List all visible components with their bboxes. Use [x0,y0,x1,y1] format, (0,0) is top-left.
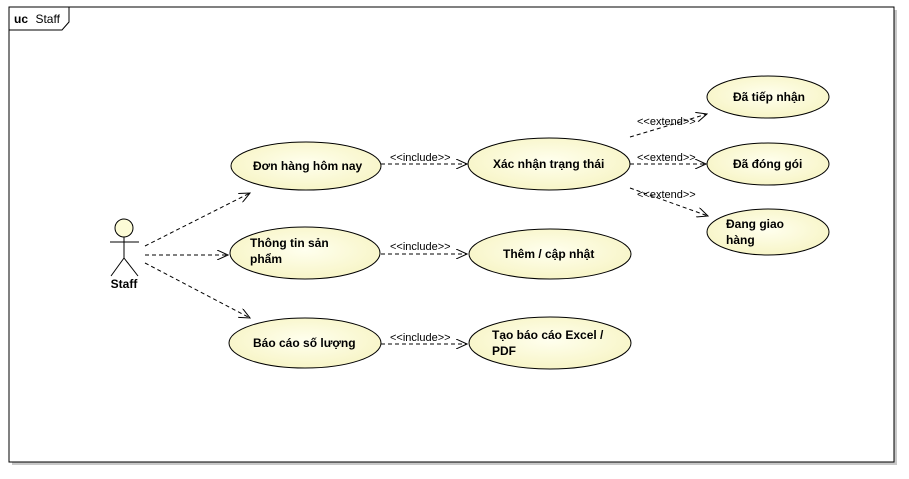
usecase-label-line2: phẩm [250,252,282,266]
association-bao-cao [144,262,250,318]
frame-name: Staff [35,12,60,26]
usecase-da-dong-goi[interactable]: Đã đóng gói [706,142,830,186]
extend-label-3: <<extend>> [637,189,696,201]
usecase-label-line2: PDF [492,344,516,358]
extend-edge-1 [629,114,707,138]
frame-title: uc Staff [14,10,61,27]
actor-label: Staff [111,277,139,291]
usecase-dang-giao-hang[interactable]: Đang giao hàng [706,208,830,256]
usecase-xac-nhan-trang-thai[interactable]: Xác nhận trạng thái [467,137,631,191]
usecase-tao-bao-cao-excel-pdf[interactable]: Tạo báo cáo Excel / PDF [468,316,632,370]
usecase-label: Thêm / cập nhật [503,247,594,261]
usecase-label-line1: Đang giao [726,217,784,231]
actor-staff[interactable]: Staff [110,218,139,291]
usecase-label: Xác nhận trạng thái [493,157,604,171]
usecase-don-hang-hom-nay[interactable]: Đơn hàng hôm nay [230,141,382,191]
include-label-2: <<include>> [390,241,451,253]
usecase-label-line2: hàng [726,233,755,247]
usecase-label: Đã tiếp nhận [733,90,805,104]
association-don-hang [144,193,250,247]
usecase-bao-cao-so-luong[interactable]: Báo cáo số lượng [228,317,382,369]
extend-label-2: <<extend>> [637,152,696,164]
usecase-da-tiep-nhan[interactable]: Đã tiếp nhận [706,75,830,119]
usecase-label: Đơn hàng hôm nay [253,159,363,173]
usecase-label: Đã đóng gói [733,157,802,171]
usecase-label: Báo cáo số lượng [253,336,356,350]
usecase-thong-tin-san-pham[interactable]: Thông tin sản phẩm [229,226,381,280]
include-label-1: <<include>> [390,152,451,164]
frame-kind: uc [14,12,28,26]
frame-title-tab [8,6,70,31]
usecase-them-cap-nhat[interactable]: Thêm / cập nhật [468,228,632,280]
extend-label-1: <<extend>> [637,116,696,128]
actor-head [114,218,134,238]
include-label-3: <<include>> [390,332,451,344]
usecase-label-line1: Thông tin sản [250,236,329,250]
usecase-label-line1: Tạo báo cáo Excel / [492,328,604,342]
